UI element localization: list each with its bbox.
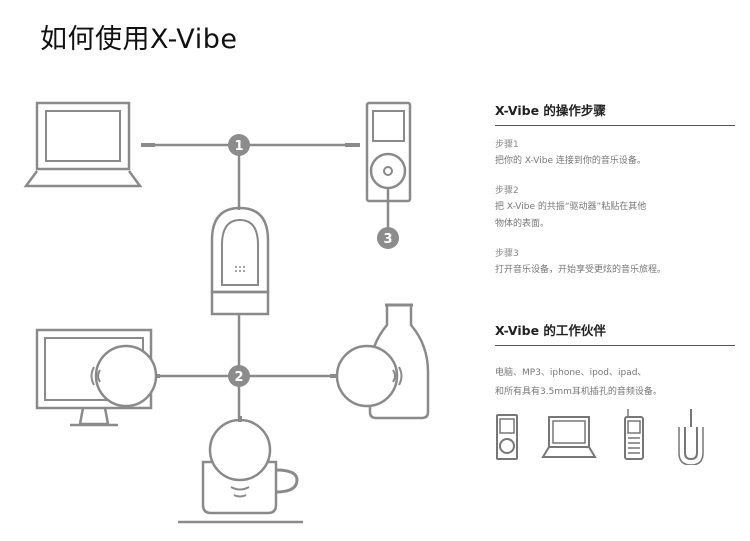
partners-panel: X-Vibe 的工作伙伴 电脑、MP3、iphone、ipod、ipad、 和所… bbox=[495, 320, 740, 402]
svg-text:2: 2 bbox=[234, 370, 243, 385]
svg-text:1: 1 bbox=[234, 139, 243, 154]
step-text: 把 X-Vibe 的共振“驱动器”粘贴在其他 bbox=[495, 202, 647, 212]
step-2: 步骤2 把 X-Vibe 的共振“驱动器”粘贴在其他 物体的表面。 bbox=[495, 184, 740, 233]
svg-text:3: 3 bbox=[383, 232, 392, 247]
mp3-player-icon bbox=[496, 414, 518, 460]
coffee-cup-icon bbox=[178, 460, 303, 524]
laptop-icon bbox=[541, 416, 597, 458]
step-label: 步骤1 bbox=[495, 140, 519, 150]
step-marker-1: 1 bbox=[228, 134, 250, 156]
devices-line: 电脑、MP3、iphone、ipod、ipad、 bbox=[495, 368, 647, 378]
step-text: 把你的 X-Vibe 连接到你的音乐设备。 bbox=[495, 156, 646, 166]
step-1: 步骤1 把你的 X-Vibe 连接到你的音乐设备。 bbox=[495, 138, 740, 170]
audio-jack-icon bbox=[678, 409, 704, 465]
step-marker-2: 2 bbox=[228, 365, 250, 387]
step-text: 打开音乐设备，开始享受更炫的音乐旅程。 bbox=[495, 265, 667, 275]
step-text: 物体的表面。 bbox=[495, 219, 550, 229]
step-marker-3: 3 bbox=[377, 227, 399, 249]
connection-diagram: 1 2 3 bbox=[23, 101, 430, 524]
partners-section-title: X-Vibe 的工作伙伴 bbox=[495, 320, 735, 346]
steps-panel: X-Vibe 的操作步骤 步骤1 把你的 X-Vibe 连接到你的音乐设备。 步… bbox=[495, 100, 740, 293]
step-label: 步骤3 bbox=[495, 249, 519, 259]
devices-line: 和所有具有3.5mm耳机插孔的音频设备。 bbox=[495, 387, 662, 397]
mp3-player-icon bbox=[365, 101, 412, 203]
step-label: 步骤2 bbox=[495, 186, 519, 196]
steps-section-title: X-Vibe 的操作步骤 bbox=[495, 100, 735, 126]
page-title: 如何使用X-Vibe bbox=[40, 24, 238, 55]
x-vibe-device-icon bbox=[210, 206, 270, 316]
device-icons-row bbox=[496, 409, 704, 465]
step-3: 步骤3 打开音乐设备，开始享受更炫的音乐旅程。 bbox=[495, 247, 740, 279]
laptop-icon bbox=[23, 101, 143, 188]
compatible-devices-text: 电脑、MP3、iphone、ipod、ipad、 和所有具有3.5mm耳机插孔的… bbox=[495, 364, 740, 402]
mobile-phone-icon bbox=[624, 409, 644, 460]
